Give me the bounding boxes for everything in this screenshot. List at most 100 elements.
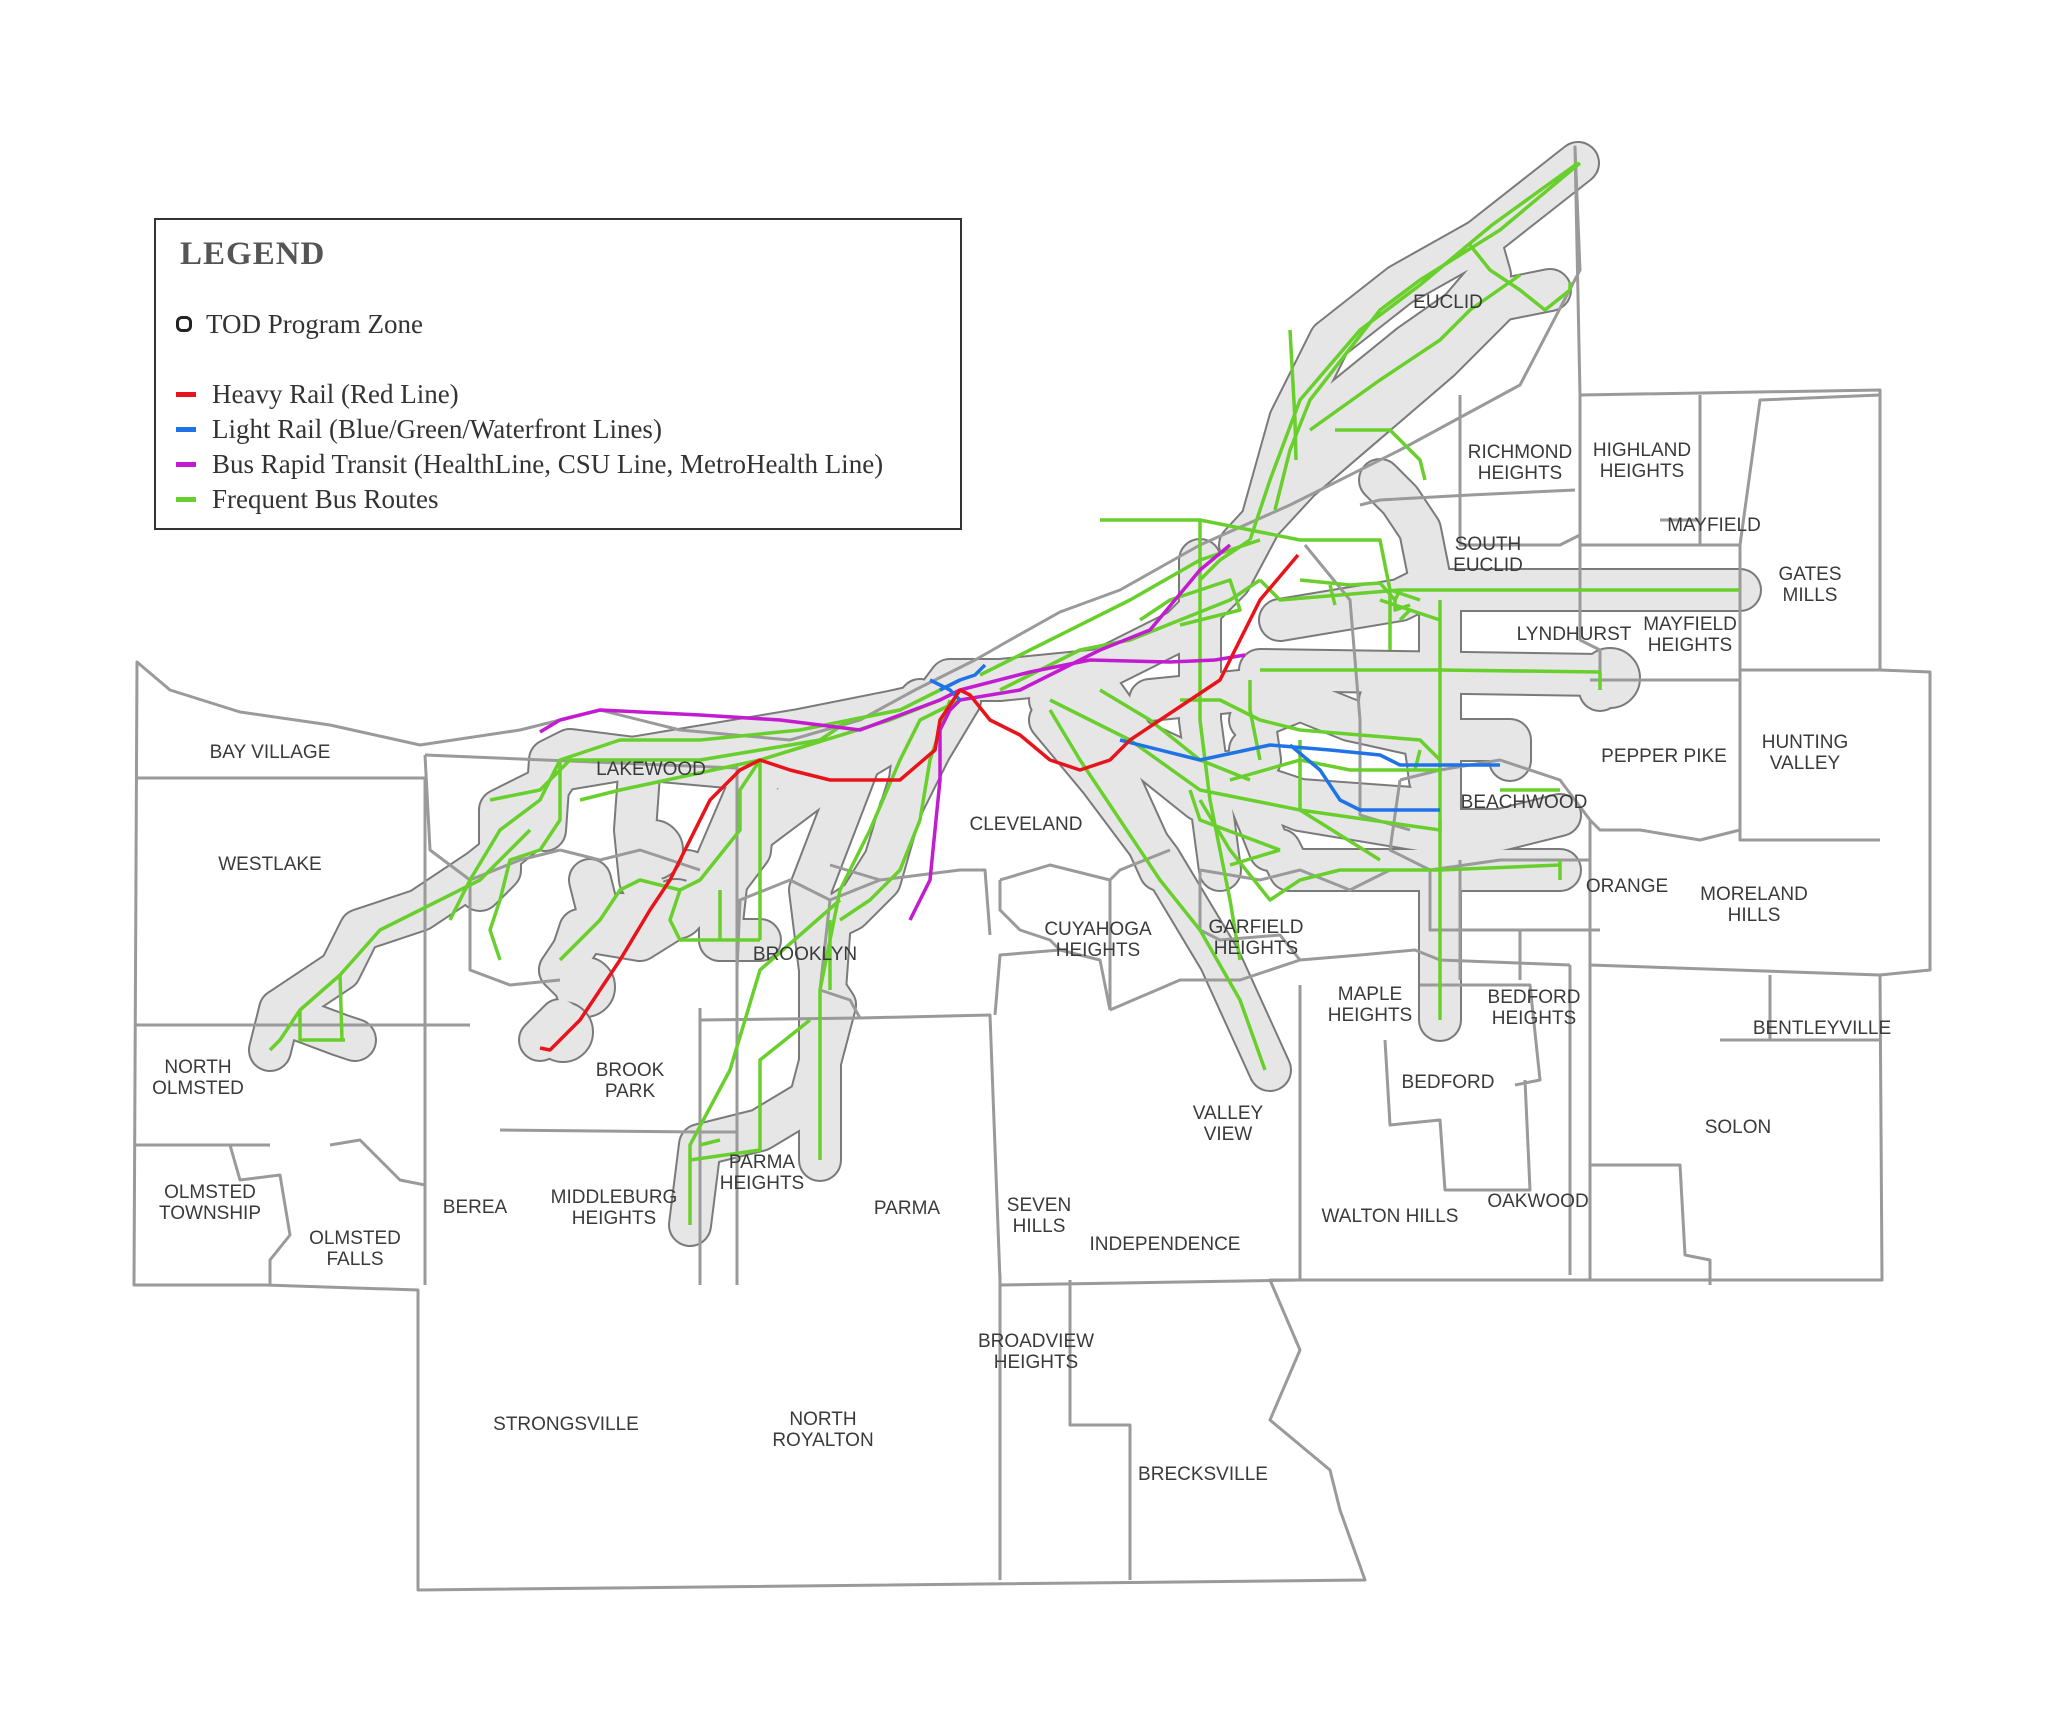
label-line: BEDFORD <box>1488 987 1581 1008</box>
municipal-boundary-6 <box>699 1013 1002 1281</box>
label-parma: PARMA <box>874 1198 940 1219</box>
label-line: NORTH <box>789 1409 856 1430</box>
label-line: LAKEWOOD <box>596 759 706 780</box>
label-line: OAKWOOD <box>1487 1191 1588 1212</box>
legend-label-brt: Bus Rapid Transit (HealthLine, CSU Line,… <box>212 448 884 479</box>
bus-route-8 <box>1198 538 1251 582</box>
label-solon: SOLON <box>1705 1117 1772 1138</box>
label-line: ROYALTON <box>772 1430 873 1451</box>
municipal-boundary-55 <box>329 1138 426 1187</box>
municipal-boundary-48 <box>829 863 992 936</box>
label-line: HIGHLAND <box>1593 440 1691 461</box>
tod-zone-fill-3 <box>1360 460 1450 600</box>
municipal-boundary-30 <box>1738 393 1881 546</box>
legend-item-brt: Bus Rapid Transit (HealthLine, CSU Line,… <box>176 448 883 480</box>
label-line: HEIGHTS <box>1648 635 1732 656</box>
label-oakwood: OAKWOOD <box>1487 1191 1588 1212</box>
bus-route-11 <box>1139 578 1242 627</box>
municipal-boundary-15 <box>1420 983 1542 1087</box>
bus-route-17 <box>1180 698 1442 762</box>
legend-label-frequent-bus: Frequent Bus Routes <box>212 483 439 514</box>
legend: LEGEND TOD Program Zone Heavy Rail (Red … <box>154 218 962 530</box>
label-line: NORTH <box>164 1057 231 1078</box>
label-beachwood: BEACHWOOD <box>1461 792 1588 813</box>
bus-route-5 <box>1335 428 1427 481</box>
municipal-boundary-44 <box>1199 868 1391 892</box>
bus-route-22 <box>1298 740 1381 862</box>
label-line: HILLS <box>1728 905 1781 926</box>
legend-item-tod-zone: TOD Program Zone <box>176 308 423 340</box>
label-line: HEIGHTS <box>1056 940 1140 961</box>
label-orange: ORANGE <box>1586 876 1668 897</box>
bus-route-45 <box>298 1010 345 1042</box>
brt-line-1 <box>959 653 1246 692</box>
label-line: OLMSTED <box>309 1228 401 1249</box>
bus-route-31 <box>1398 608 1412 622</box>
bus-route-48 <box>688 898 842 1225</box>
municipal-boundary-10 <box>1068 1280 1132 1580</box>
label-line: HEIGHTS <box>720 1173 804 1194</box>
legend-title: LEGEND <box>180 236 326 272</box>
label-line: CUYAHOGA <box>1044 919 1152 940</box>
municipal-boundary-53 <box>468 880 561 987</box>
municipal-boundary-49 <box>735 878 881 971</box>
municipal-boundary-35 <box>1738 670 1880 842</box>
municipal-boundary-47 <box>998 880 1062 952</box>
label-line: EUCLID <box>1453 555 1523 576</box>
bus-route-49 <box>699 1138 721 1147</box>
bus-route-14 <box>1260 668 1602 690</box>
heavy-rail-red-line <box>539 553 1300 1052</box>
municipal-boundary-39 <box>1399 758 1592 821</box>
tod-zone-fill-34 <box>260 990 375 1060</box>
label-line: INDEPENDENCE <box>1090 1234 1241 1255</box>
bus-route-3 <box>1468 243 1572 312</box>
label-line: BEDFORD <box>1402 1072 1495 1093</box>
tod-zone-swatch-icon <box>176 316 192 332</box>
label-line: HEIGHTS <box>1328 1005 1412 1026</box>
legend-label-light-rail: Light Rail (Blue/Green/Waterfront Lines) <box>212 413 662 444</box>
tod-zone-fill-25 <box>810 680 940 940</box>
bus-route-15 <box>1248 680 1262 761</box>
label-line: BENTLEYVILLE <box>1753 1018 1891 1039</box>
label-line: MIDDLEBURG <box>551 1187 678 1208</box>
heavy-rail-swatch-icon <box>176 391 196 397</box>
bus-route-46 <box>338 974 344 1041</box>
legend-item-frequent-bus: Frequent Bus Routes <box>176 483 439 515</box>
label-line: RICHMOND <box>1468 442 1573 463</box>
light-rail-line-3 <box>1288 743 1440 812</box>
label-line: MAYFIELD <box>1643 614 1737 635</box>
label-lakewood: LAKEWOOD <box>596 759 706 780</box>
label-lyndhurst: LYNDHURST <box>1517 624 1632 645</box>
municipal-boundary-46 <box>999 863 1111 882</box>
label-line: HILLS <box>1013 1216 1066 1237</box>
label-line: CLEVELAND <box>970 814 1083 835</box>
label-independence: INDEPENDENCE <box>1090 1234 1241 1255</box>
bus-route-30 <box>1328 584 1337 606</box>
label-line: WALTON HILLS <box>1322 1206 1459 1227</box>
label-line: VALLEY <box>1193 1103 1264 1124</box>
label-line: OLMSTED <box>152 1078 244 1099</box>
bus-route-44 <box>268 828 532 1052</box>
label-mayfield: MAYFIELD <box>1667 515 1761 536</box>
municipal-boundary-9 <box>999 1278 1301 1287</box>
label-line: PARMA <box>874 1198 940 1219</box>
label-line: TOWNSHIP <box>159 1203 261 1224</box>
frequent-bus-swatch-icon <box>176 496 196 502</box>
tod-zone-fill-23 <box>1230 780 1290 870</box>
municipal-boundary-54 <box>228 1144 292 1285</box>
label-line: SOUTH <box>1455 534 1522 555</box>
label-line: MAYFIELD <box>1667 515 1761 536</box>
bus-route-20 <box>1048 709 1267 1071</box>
label-line: MILLS <box>1783 585 1838 606</box>
label-line: PARK <box>605 1081 656 1102</box>
